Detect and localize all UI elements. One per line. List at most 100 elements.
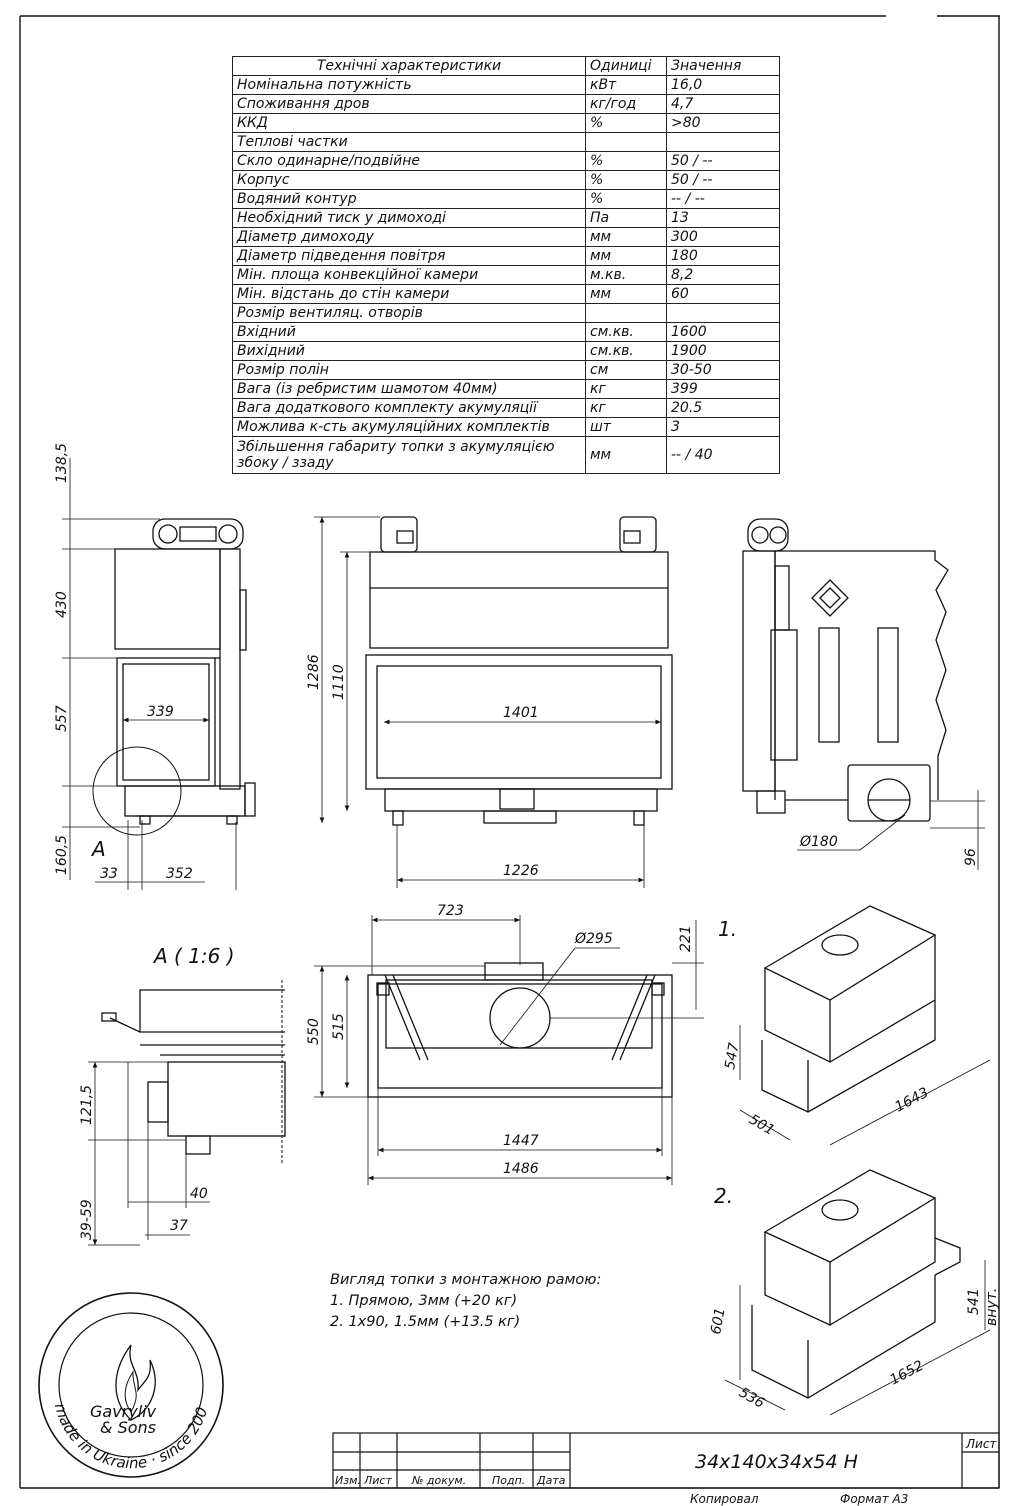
dim-121-5: 121,5 xyxy=(79,1085,95,1125)
spec-cell-unit: мм xyxy=(585,284,667,304)
top-view-labels: 723 Ø295 221 550 515 1447 1486 xyxy=(306,903,694,1177)
spec-cell-param: Вага (із ребристим шамотом 40мм) xyxy=(232,379,586,399)
detail-title: A ( 1:6 ) xyxy=(152,944,235,968)
dim-1286: 1286 xyxy=(306,654,322,690)
dim-547: 547 xyxy=(722,1042,742,1071)
spec-cell-unit: % xyxy=(585,189,667,209)
dim-37: 37 xyxy=(170,1218,188,1234)
dim-221: 221 xyxy=(678,925,694,952)
spec-cell-value: 1900 xyxy=(666,341,780,361)
detail-mark-a: A xyxy=(90,837,106,861)
right-view xyxy=(742,518,985,870)
spec-cell-param: Скло одинарне/подвійне xyxy=(232,151,586,171)
spec-cell-unit: Па xyxy=(585,208,667,228)
spec-cell-value: 60 xyxy=(666,284,780,304)
spec-table: Технічні характеристики Одиниці Значення… xyxy=(232,56,780,474)
spec-cell-value: 1600 xyxy=(666,322,780,342)
spec-cell-unit: см.кв. xyxy=(585,341,667,361)
spec-cell-value: -- / -- xyxy=(666,189,780,209)
side-view xyxy=(62,458,256,890)
spec-cell-value: 3 xyxy=(666,417,780,437)
spec-cell-param: ККД xyxy=(232,113,586,133)
spec-cell-param: Мін. площа конвекційної камери xyxy=(232,265,586,285)
iso-view-2 xyxy=(724,1169,991,1416)
dim-1643: 1643 xyxy=(892,1085,931,1116)
spec-cell-value: 30-50 xyxy=(666,360,780,380)
header-param: Технічні характеристики xyxy=(232,56,586,76)
brand-logo: Gavryliv & Sons made in Ukraine · since … xyxy=(0,0,224,1478)
spec-cell-value: 20.5 xyxy=(666,398,780,418)
table-row: ККД%>80 xyxy=(232,113,780,133)
dim-550: 550 xyxy=(306,1018,322,1045)
front-view-labels: 1286 1110 1401 1226 xyxy=(306,654,539,879)
iso-view-2-labels: 2. 601 536 1652 541 внут. xyxy=(708,1184,1000,1412)
spec-cell-unit: кг xyxy=(585,379,667,399)
iso2-label: 2. xyxy=(714,1184,733,1208)
dim-96: 96 xyxy=(963,848,979,866)
col-podp: Подп. xyxy=(492,1474,525,1487)
spec-cell-param: Збільшення габариту топки з акумуляцією … xyxy=(232,436,586,474)
dim-1447: 1447 xyxy=(503,1133,539,1149)
model-name: 34x140x34x54 H xyxy=(695,1451,858,1473)
table-row: Теплові частки xyxy=(232,132,780,152)
dim-1226: 1226 xyxy=(503,863,539,879)
dim-160-5: 160,5 xyxy=(54,835,70,875)
spec-cell-unit: мм xyxy=(585,246,667,266)
spec-cell-value: 13 xyxy=(666,208,780,228)
spec-cell-param: Можлива к-сть акумуляційних комплектів xyxy=(232,417,586,437)
spec-cell-value: 16,0 xyxy=(666,75,780,95)
spec-cell-value xyxy=(666,132,780,152)
spec-cell-value: -- / 40 xyxy=(666,436,780,474)
spec-cell-unit: шт xyxy=(585,417,667,437)
logo-brand-1: Gavryliv xyxy=(90,1402,157,1421)
svg-text:made in Ukraine · since 2009: made in Ukraine · since 2009 xyxy=(0,0,211,1472)
spec-cell-unit: % xyxy=(585,170,667,190)
spec-cell-value: 300 xyxy=(666,227,780,247)
spec-cell-param: Діаметр підведення повітря xyxy=(232,246,586,266)
spec-cell-param: Діаметр димоходу xyxy=(232,227,586,247)
dim-40: 40 xyxy=(190,1186,208,1202)
title-block-grid xyxy=(332,1432,1000,1489)
title-block-labels: Изм. Лист № докум. Подп. Дата Лист 34x14… xyxy=(335,1437,997,1506)
header-unit: Одиниці xyxy=(585,56,667,76)
iso-view-1 xyxy=(739,905,991,1146)
side-view-labels: 138,5 430 557 160,5 339 33 352 A xyxy=(54,443,193,882)
dim-diameter-295: Ø295 xyxy=(574,931,613,947)
spec-cell-param: Мін. відстань до стін камери xyxy=(232,284,586,304)
spec-cell-value: 50 / -- xyxy=(666,151,780,171)
spec-cell-param: Теплові частки xyxy=(232,132,586,152)
dim-inner: внут. xyxy=(984,1288,1000,1326)
dim-39-59: 39-59 xyxy=(79,1199,95,1240)
col-izm: Изм. xyxy=(335,1474,361,1487)
spec-cell-unit xyxy=(585,303,667,323)
dim-diameter-180: Ø180 xyxy=(799,834,838,850)
dim-1110: 1110 xyxy=(331,664,347,700)
right-view-labels: Ø180 96 xyxy=(799,834,979,866)
top-view xyxy=(314,915,704,1185)
dim-723: 723 xyxy=(437,903,464,919)
flame-icon xyxy=(115,1344,156,1421)
spec-cell-value: >80 xyxy=(666,113,780,133)
table-row: Водяний контур%-- / -- xyxy=(232,189,780,209)
spec-header-row: Технічні характеристики Одиниці Значення xyxy=(232,56,780,76)
format-label: Формат А3 xyxy=(840,1492,908,1506)
spec-cell-param: Вага додаткового комплекту акумуляції xyxy=(232,398,586,418)
dim-430: 430 xyxy=(54,591,70,618)
spec-cell-param: Вхідний xyxy=(232,322,586,342)
table-row: Скло одинарне/подвійне%50 / -- xyxy=(232,151,780,171)
dim-1401: 1401 xyxy=(503,705,539,721)
spec-cell-unit: кВт xyxy=(585,75,667,95)
spec-cell-value: 180 xyxy=(666,246,780,266)
spec-cell-value: 399 xyxy=(666,379,780,399)
dim-557: 557 xyxy=(54,705,70,732)
spec-cell-unit: мм xyxy=(585,227,667,247)
